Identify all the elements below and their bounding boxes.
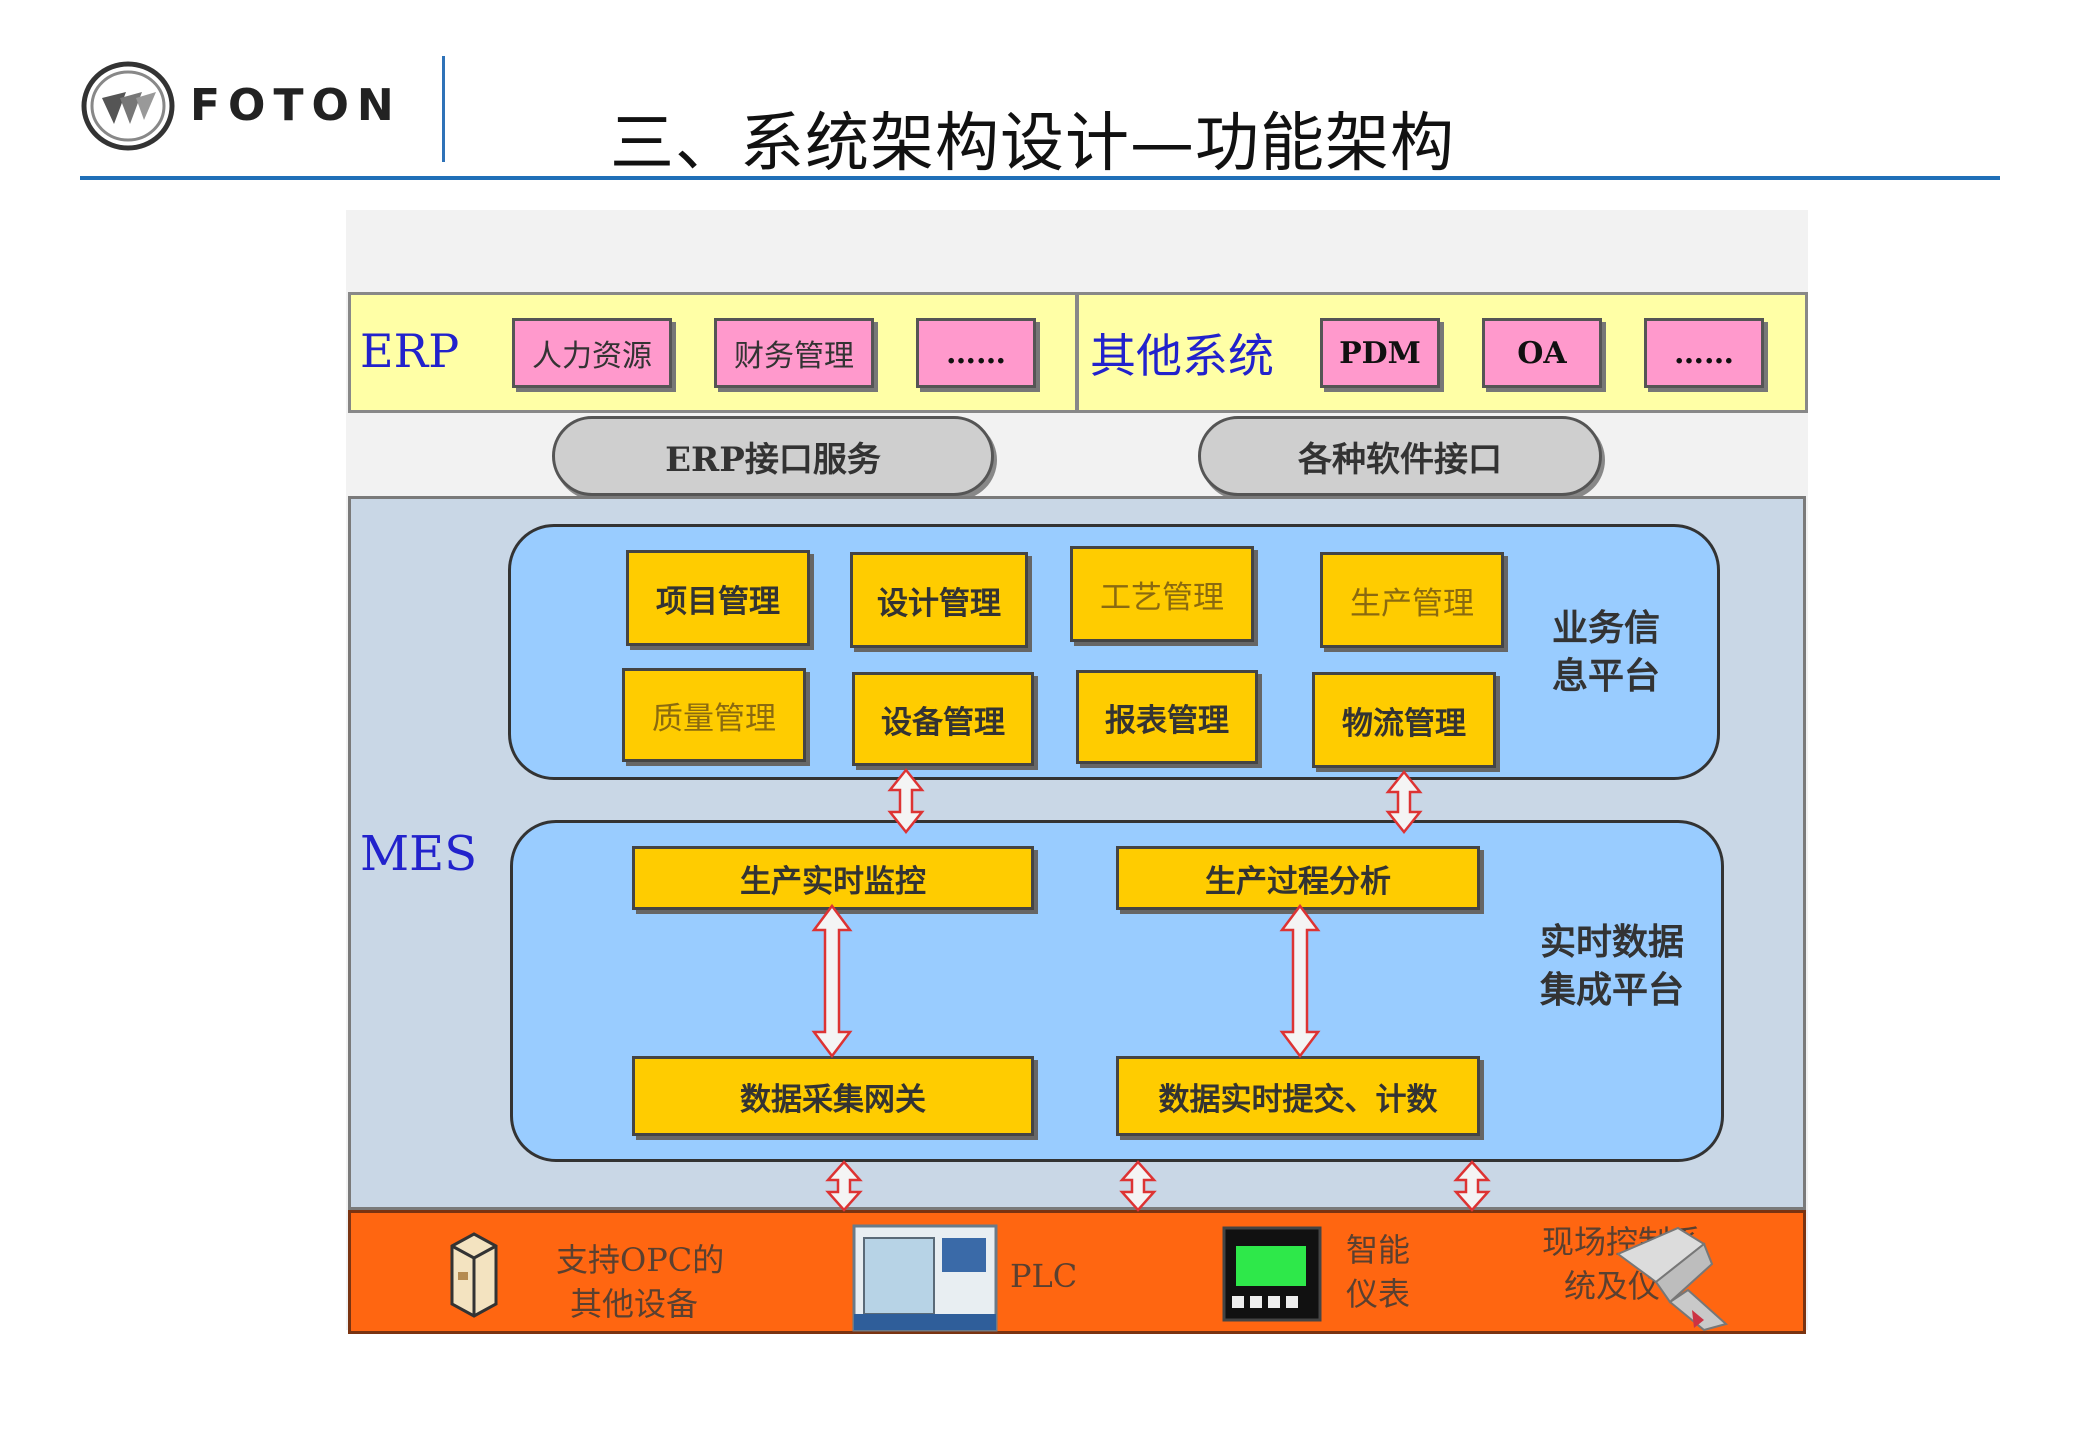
- other-item-more: ……: [1644, 318, 1764, 388]
- erp-interface-service: ERP接口服务: [552, 416, 994, 496]
- double-arrow-analysis-submit: [1279, 903, 1321, 1059]
- module-design: 设计管理: [850, 552, 1028, 648]
- module-data-submit-count: 数据实时提交、计数: [1116, 1056, 1480, 1136]
- cnc-machine-icon: [852, 1224, 998, 1332]
- realtime-platform-label-line2: 集成平台: [1540, 969, 1685, 1011]
- other-item-oa: OA: [1482, 318, 1602, 388]
- page-title: 三、系统架构设计—功能架构: [610, 107, 1455, 181]
- opc-devices-line1: 支持OPC的: [556, 1241, 725, 1279]
- opc-devices-label: 支持OPC的 其他设备: [556, 1238, 724, 1326]
- erp-item-hr: 人力资源: [512, 318, 672, 388]
- smart-meter-label: 智能 仪表: [1346, 1228, 1410, 1316]
- module-process: 工艺管理: [1070, 546, 1254, 642]
- header-divider: [442, 56, 445, 162]
- module-process-analysis: 生产过程分析: [1116, 846, 1480, 910]
- double-arrow-equipment-gateway: [887, 767, 925, 835]
- brand-name: FOTON: [190, 80, 402, 131]
- module-production: 生产管理: [1320, 552, 1504, 648]
- server-cabinet-icon: [450, 1232, 498, 1318]
- double-arrow-bottom-right: [1453, 1160, 1491, 1212]
- foton-emblem-icon: [81, 61, 175, 151]
- smart-meter-icon: [1222, 1226, 1322, 1322]
- mes-label: MES: [360, 826, 478, 882]
- double-arrow-logistics-analysis: [1385, 769, 1423, 835]
- business-platform-label-line1: 业务信: [1552, 607, 1661, 649]
- smart-meter-line1: 智能: [1346, 1231, 1411, 1269]
- module-project: 项目管理: [626, 550, 810, 646]
- erp-item-more: ……: [916, 318, 1036, 388]
- realtime-platform-label: 实时数据 集成平台: [1540, 918, 1684, 1014]
- foton-logo: [80, 58, 440, 158]
- module-realtime-monitoring: 生产实时监控: [632, 846, 1034, 910]
- plc-label: PLC: [1010, 1257, 1078, 1295]
- business-platform-label: 业务信 息平台: [1552, 604, 1660, 700]
- business-platform-label-line2: 息平台: [1552, 655, 1661, 697]
- module-quality: 质量管理: [622, 668, 806, 762]
- module-reports: 报表管理: [1076, 670, 1258, 764]
- other-systems-band: [1076, 292, 1808, 413]
- title-underline: [80, 176, 2000, 180]
- software-interfaces: 各种软件接口: [1198, 416, 1602, 496]
- device-band: [348, 1210, 1806, 1334]
- double-arrow-bottom-left: [825, 1160, 863, 1212]
- double-arrow-monitoring-gateway: [811, 903, 853, 1059]
- module-equipment: 设备管理: [852, 672, 1034, 766]
- other-systems-label: 其他系统: [1090, 329, 1274, 383]
- smart-meter-line2: 仪表: [1346, 1275, 1411, 1313]
- double-arrow-bottom-middle: [1119, 1160, 1157, 1212]
- other-item-pdm: PDM: [1320, 318, 1440, 388]
- module-logistics: 物流管理: [1312, 672, 1496, 768]
- erp-label: ERP: [360, 324, 460, 378]
- barcode-scanner-icon: [1616, 1226, 1729, 1332]
- module-data-gateway: 数据采集网关: [632, 1056, 1034, 1136]
- realtime-platform-label-line1: 实时数据: [1540, 921, 1685, 963]
- opc-devices-line2: 其他设备: [570, 1285, 699, 1323]
- erp-item-finance: 财务管理: [714, 318, 874, 388]
